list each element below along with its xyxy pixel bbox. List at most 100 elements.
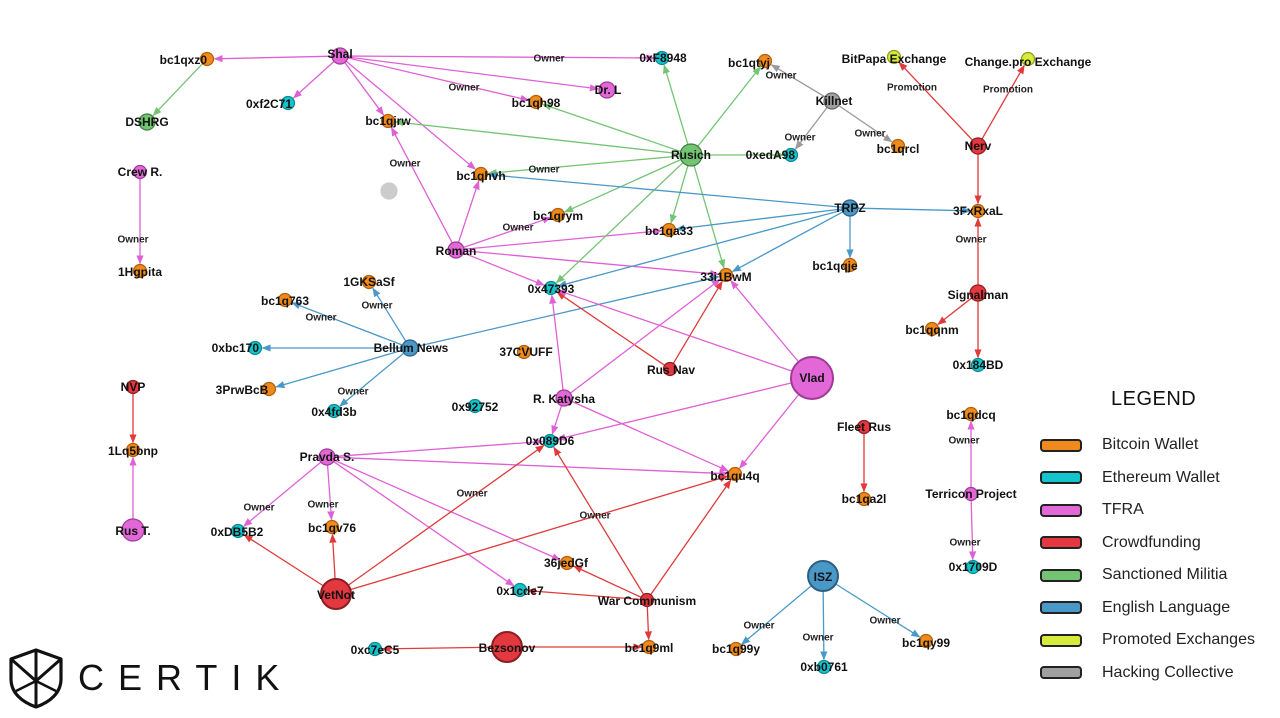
node-label-shal: Shal xyxy=(327,47,352,61)
edge-bezsonov-0xc7ec5 xyxy=(381,645,493,653)
node-0x47393[interactable] xyxy=(543,280,559,296)
node-rusich[interactable] xyxy=(679,143,703,167)
node-label-0x184bd: 0x184BD xyxy=(953,358,1004,372)
node-bc1q99y[interactable] xyxy=(728,641,744,657)
node-1hgpita[interactable] xyxy=(132,263,148,279)
node-warcomm[interactable] xyxy=(639,592,655,608)
node-0x1709d[interactable] xyxy=(965,559,981,575)
node-rkatysha[interactable] xyxy=(555,389,573,407)
node-0xdb5b2[interactable] xyxy=(230,523,246,539)
node-0x184bd[interactable] xyxy=(970,357,986,373)
node-label-vlad: Vlad xyxy=(799,371,824,385)
node-0xc7ec5[interactable] xyxy=(367,641,383,657)
node-trpz[interactable] xyxy=(841,199,859,217)
node-label-kilnet: Killnet xyxy=(816,94,853,108)
node-vetnot[interactable] xyxy=(320,578,352,610)
node-1lq5bnp[interactable] xyxy=(125,442,141,458)
legend-title: LEGEND xyxy=(1111,388,1197,410)
node-bc1qqnm[interactable] xyxy=(924,321,940,337)
node-rust[interactable] xyxy=(121,518,145,542)
node-0x1cde7[interactable] xyxy=(512,582,528,598)
node-bc1qtyj[interactable] xyxy=(757,53,773,69)
node-0xb0761[interactable] xyxy=(816,659,832,675)
node-bc1q763[interactable] xyxy=(277,292,293,308)
node-label-fleetrus: Fleet Rus xyxy=(837,420,891,434)
nodes-layer xyxy=(121,47,1036,675)
edge-labels-layer: OwnerOwnerOwnerOwnerOwnerOwnerOwnerOwner… xyxy=(117,54,1033,644)
edge-shal-bc1qhvh xyxy=(345,60,476,170)
edge-vetnot-bc1qu4q xyxy=(350,475,729,591)
node-isz[interactable] xyxy=(807,560,839,592)
node-bezsonov[interactable] xyxy=(491,631,523,663)
node-nerv[interactable] xyxy=(969,137,987,155)
node-kilnet[interactable] xyxy=(823,92,841,110)
node-3fxrxal[interactable] xyxy=(970,203,986,219)
node-shal[interactable] xyxy=(331,47,349,65)
node-bc1qu4q[interactable] xyxy=(727,466,743,482)
node-36jedgf[interactable] xyxy=(559,555,575,571)
edge-pravda-36jedgf xyxy=(334,459,561,561)
node-labels-layer: Shalbc1qxz0DSHRG0xf2C710xF8948bc1qh98Dr.… xyxy=(108,47,1092,674)
node-bc1qdcq[interactable] xyxy=(963,406,979,422)
node-terricon[interactable] xyxy=(963,486,979,502)
node-37cvuff[interactable] xyxy=(516,344,532,360)
node-bellum[interactable] xyxy=(401,339,419,357)
node-bc1qrym[interactable] xyxy=(550,207,566,223)
edge-pravda-0x1cde7 xyxy=(333,461,515,587)
edge-pravda-bc1qu4q xyxy=(334,456,729,477)
node-bc1qa2l[interactable] xyxy=(856,491,872,507)
node-bc1qhvh[interactable] xyxy=(473,166,489,182)
node-bc1qh98[interactable] xyxy=(528,94,544,110)
edge-signalman-bc1qqnm xyxy=(937,297,973,325)
edge-label: Promotion xyxy=(983,85,1033,96)
edge-rusich-bc1qtyj xyxy=(697,66,761,147)
node-1gksasf[interactable] xyxy=(361,274,377,290)
legend-swatch-ethereum xyxy=(1040,471,1082,485)
node-unknown[interactable] xyxy=(380,182,398,200)
edge-kilnet-0xeda98 xyxy=(794,106,828,150)
node-pravda[interactable] xyxy=(318,448,336,466)
node-3prwbcb[interactable] xyxy=(261,381,277,397)
node-roman[interactable] xyxy=(447,241,465,259)
node-label-0xeda98: 0xedA98 xyxy=(746,148,796,162)
legend-item-sanctioned-militia: Sanctioned Militia xyxy=(1040,559,1280,592)
node-33i1bwm[interactable] xyxy=(718,267,734,283)
node-bc1qy99[interactable] xyxy=(918,633,934,649)
edge-kilnet-bc1qrcl xyxy=(838,104,893,143)
node-bitpapa[interactable] xyxy=(886,49,902,65)
node-dshrg[interactable] xyxy=(138,113,156,131)
node-0xeda98[interactable] xyxy=(783,147,799,163)
node-signalman[interactable] xyxy=(969,284,987,302)
node-0x92752[interactable] xyxy=(467,398,483,414)
node-bc1qqje[interactable] xyxy=(842,257,858,273)
node-bc1qjrw[interactable] xyxy=(380,113,396,129)
node-label-0xbc170: 0xbc170 xyxy=(212,341,260,355)
node-0xf8948[interactable] xyxy=(654,50,670,66)
node-nvp[interactable] xyxy=(125,379,141,395)
node-0x089d6[interactable] xyxy=(542,433,558,449)
node-crewr[interactable] xyxy=(132,164,148,180)
node-label-0xb0761: 0xb0761 xyxy=(800,660,848,674)
edge-nerv-changepro xyxy=(981,64,1025,140)
edge-rusich-0x47393 xyxy=(555,162,684,284)
node-bc1qa33[interactable] xyxy=(661,222,677,238)
node-fleetrus[interactable] xyxy=(856,419,872,435)
node-drl[interactable] xyxy=(598,81,616,99)
node-label-pravda: Pravda S. xyxy=(300,450,355,464)
node-bc1q9ml[interactable] xyxy=(641,639,657,655)
node-label-bellum: Bellum News xyxy=(374,341,449,355)
node-vlad[interactable] xyxy=(790,356,834,400)
node-0xbc170[interactable] xyxy=(247,340,263,356)
node-label-bc1qa2l: bc1qa2l xyxy=(842,492,887,506)
edge-roman-bc1qjrw xyxy=(390,126,453,244)
node-bc1qv76[interactable] xyxy=(324,519,340,535)
node-bc1qxz0[interactable] xyxy=(199,51,215,67)
edge-bellum-bc1q763 xyxy=(291,302,403,346)
node-rusnav[interactable] xyxy=(662,361,678,377)
node-0x4fd3b[interactable] xyxy=(326,403,342,419)
node-changepro[interactable] xyxy=(1020,51,1036,67)
node-bc1qrcl[interactable] xyxy=(890,138,906,154)
legend-item-bitcoin-wallet: Bitcoin Wallet xyxy=(1040,429,1280,462)
edge-label: Owner xyxy=(743,621,774,632)
node-0xf2c71[interactable] xyxy=(280,95,296,111)
